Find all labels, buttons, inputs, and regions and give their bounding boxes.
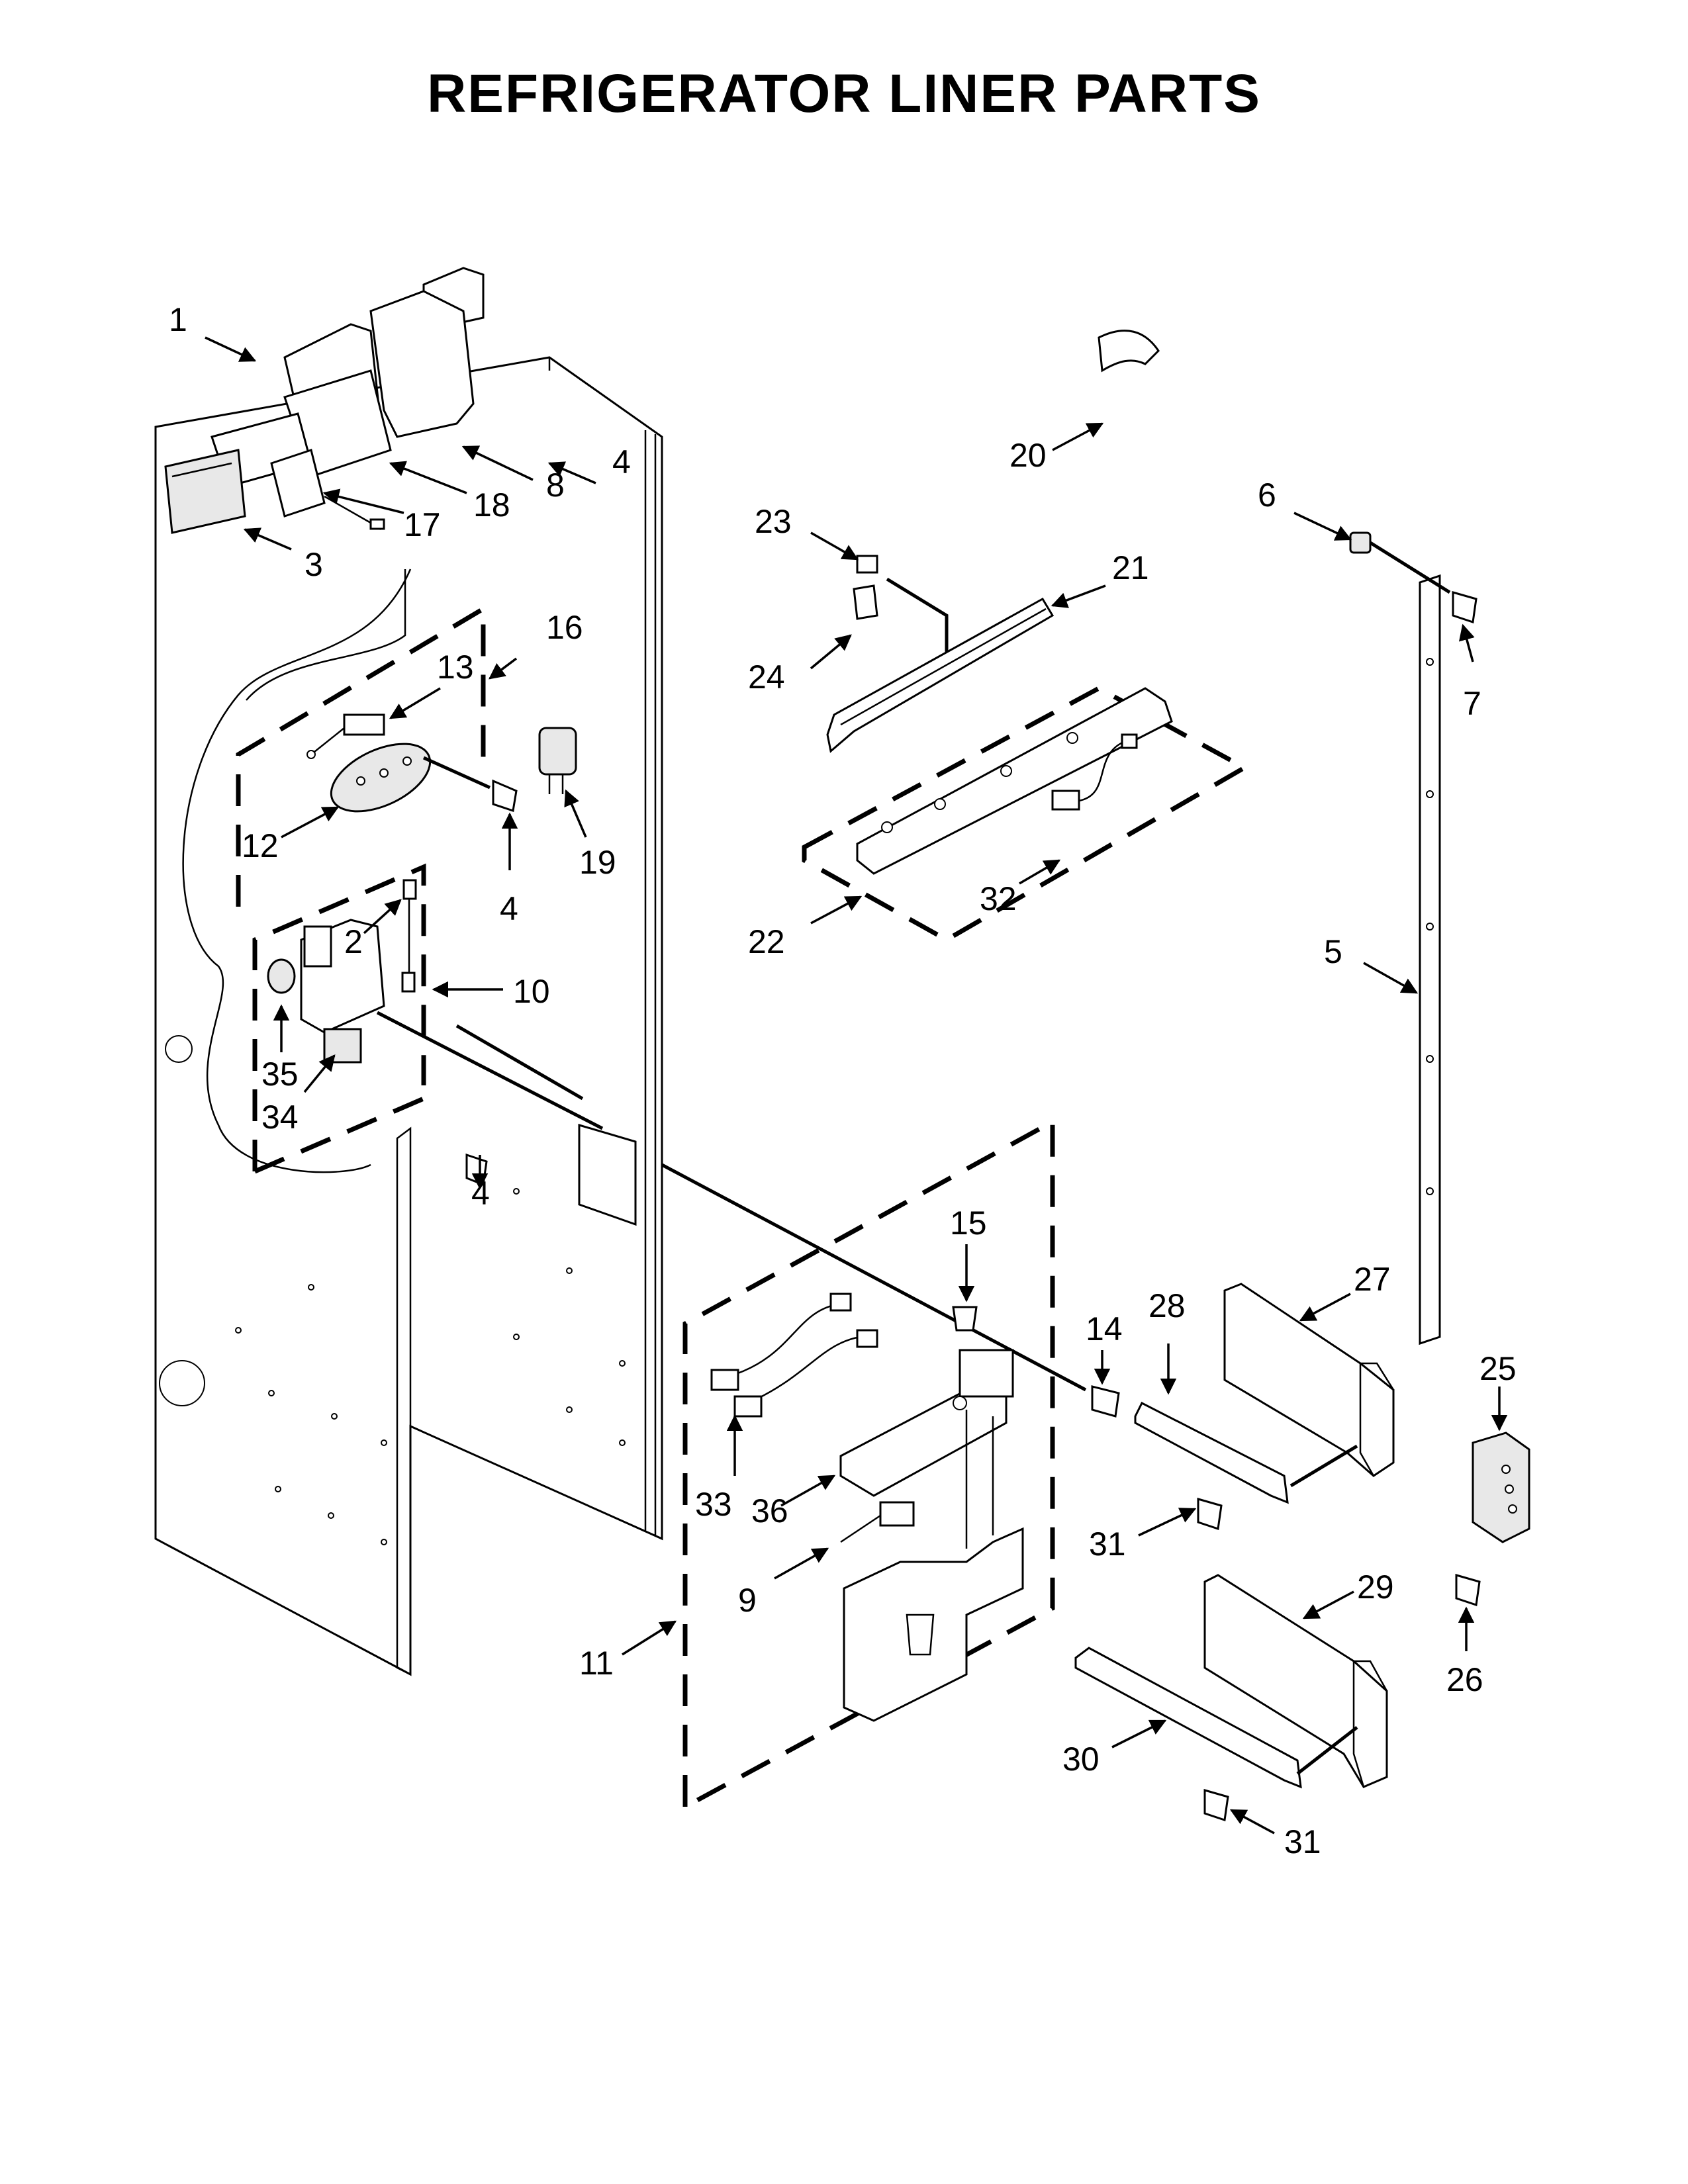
callout-labels: 1 2 3 4 4 4 5 6 7 8 9 10 11 12 13 14 15 …: [169, 301, 1517, 1860]
callout-24: 24: [748, 659, 785, 696]
drawer-supports: [1074, 1283, 1530, 1821]
liner: [154, 356, 663, 1676]
callout-36: 36: [751, 1492, 788, 1529]
screw-14: [1091, 1385, 1120, 1418]
callout-32: 32: [980, 880, 1017, 917]
callout-31b: 31: [1284, 1823, 1321, 1860]
callout-22: 22: [748, 923, 785, 960]
callout-21: 21: [1112, 549, 1149, 586]
callout-30: 30: [1062, 1741, 1100, 1778]
callout-9: 9: [738, 1582, 757, 1619]
callout-34: 34: [261, 1099, 299, 1136]
callout-26: 26: [1446, 1661, 1483, 1698]
vertical-rail: [1349, 531, 1477, 1345]
callout-7: 7: [1463, 685, 1481, 722]
callout-35: 35: [261, 1056, 299, 1093]
switch-part: [538, 727, 577, 794]
callout-12: 12: [242, 827, 279, 864]
callout-13: 13: [437, 649, 474, 686]
callout-1: 1: [169, 301, 187, 338]
callout-25: 25: [1479, 1350, 1517, 1387]
callout-17: 17: [404, 506, 441, 543]
callout-6: 6: [1258, 477, 1276, 514]
callout-31a: 31: [1089, 1525, 1126, 1563]
callout-33: 33: [695, 1486, 732, 1523]
liner-holes: [235, 1188, 626, 1545]
callout-27: 27: [1354, 1261, 1391, 1298]
callout-18: 18: [473, 486, 510, 523]
callout-3: 3: [305, 546, 323, 583]
callout-2: 2: [344, 923, 363, 960]
page-title: REFRIGERATOR LINER PARTS: [427, 64, 1261, 124]
control-housing: [236, 604, 518, 907]
callout-4c: 4: [471, 1175, 490, 1212]
callout-23: 23: [755, 503, 792, 540]
leader-arrows: [205, 336, 1508, 1835]
callout-8: 8: [546, 467, 565, 504]
callout-14: 14: [1086, 1310, 1123, 1347]
callout-16: 16: [546, 609, 583, 646]
top-cover-assembly: [164, 267, 485, 534]
callout-29: 29: [1357, 1569, 1394, 1606]
callout-15: 15: [950, 1205, 987, 1242]
callout-4b: 4: [500, 890, 518, 927]
callout-20: 20: [1009, 437, 1047, 474]
callout-4a: 4: [612, 443, 631, 480]
rail-parts: [802, 330, 1250, 943]
callout-28: 28: [1149, 1287, 1186, 1324]
callout-19: 19: [579, 844, 616, 881]
callout-10: 10: [513, 973, 550, 1010]
lower-box-parts: [710, 1293, 1024, 1722]
callout-5: 5: [1324, 933, 1342, 970]
callout-11: 11: [579, 1645, 614, 1682]
